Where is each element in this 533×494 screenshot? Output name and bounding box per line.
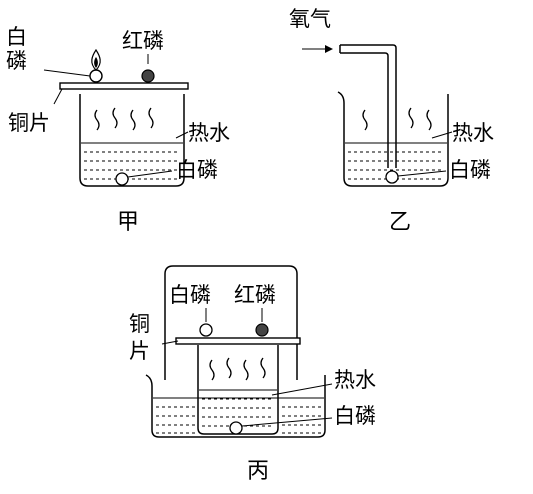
yi-caption: 乙 — [389, 210, 411, 235]
jia-red-phosphorus — [141, 69, 155, 83]
jia-label-white-phosphorus-top-2: 磷 — [6, 49, 27, 73]
bing-caption: 丙 — [247, 459, 269, 484]
bing-red-phosphorus — [255, 323, 269, 337]
bing-white-phosphorus-top — [199, 323, 213, 337]
yi-label-hot-water: 热水 — [452, 121, 494, 145]
bing-outer-water — [156, 406, 322, 434]
jia-beaker — [79, 94, 185, 187]
apparatus-yi: 氧气 热水 白磷 乙 — [289, 7, 494, 235]
yi-label-white-phosphorus: 白磷 — [449, 158, 491, 182]
bing-label-hot-water: 热水 — [334, 368, 376, 392]
jia-caption: 甲 — [117, 210, 139, 235]
yi-label-oxygen: 氧气 — [289, 7, 331, 31]
jia-label-red-phosphorus: 红磷 — [122, 29, 164, 53]
bing-steam — [209, 357, 266, 381]
yi-steam — [362, 107, 432, 131]
yi-oxygen-tube — [340, 44, 397, 168]
jia-label-copper-sheet: 铜片 — [8, 111, 50, 135]
jia-white-phosphorus-bottom — [115, 172, 129, 186]
jia-label-hot-water: 热水 — [188, 121, 230, 145]
jia-copper-sheet — [59, 82, 189, 90]
jia-steam — [94, 107, 154, 131]
bing-bell-jar — [164, 265, 298, 380]
bing-label-red-phosphorus: 红磷 — [234, 283, 276, 307]
bing-label-white-phosphorus-top: 白磷 — [169, 283, 211, 307]
bing-label-white-phosphorus-bottom: 白磷 — [334, 404, 376, 428]
jia-water — [84, 151, 180, 180]
bing-label-copper-1: 铜 — [129, 312, 150, 336]
bing-outer-trough — [145, 374, 326, 438]
jia-white-phosphorus-top — [89, 69, 103, 83]
yi-beaker — [337, 91, 449, 187]
apparatus-jia: 白 磷 红磷 铜片 热水 白磷 甲 — [6, 25, 230, 235]
jia-label-white-phosphorus-top-1: 白 — [6, 25, 27, 49]
jia-label-white-phosphorus-bottom: 白磷 — [176, 158, 218, 182]
bing-white-phosphorus-bottom — [229, 421, 243, 435]
yi-white-phosphorus — [385, 170, 399, 184]
bing-label-copper-2: 片 — [129, 339, 150, 363]
apparatus-bing: 白磷 红磷 铜 片 热水 白磷 丙 — [129, 265, 376, 484]
bing-copper-sheet — [175, 337, 301, 345]
